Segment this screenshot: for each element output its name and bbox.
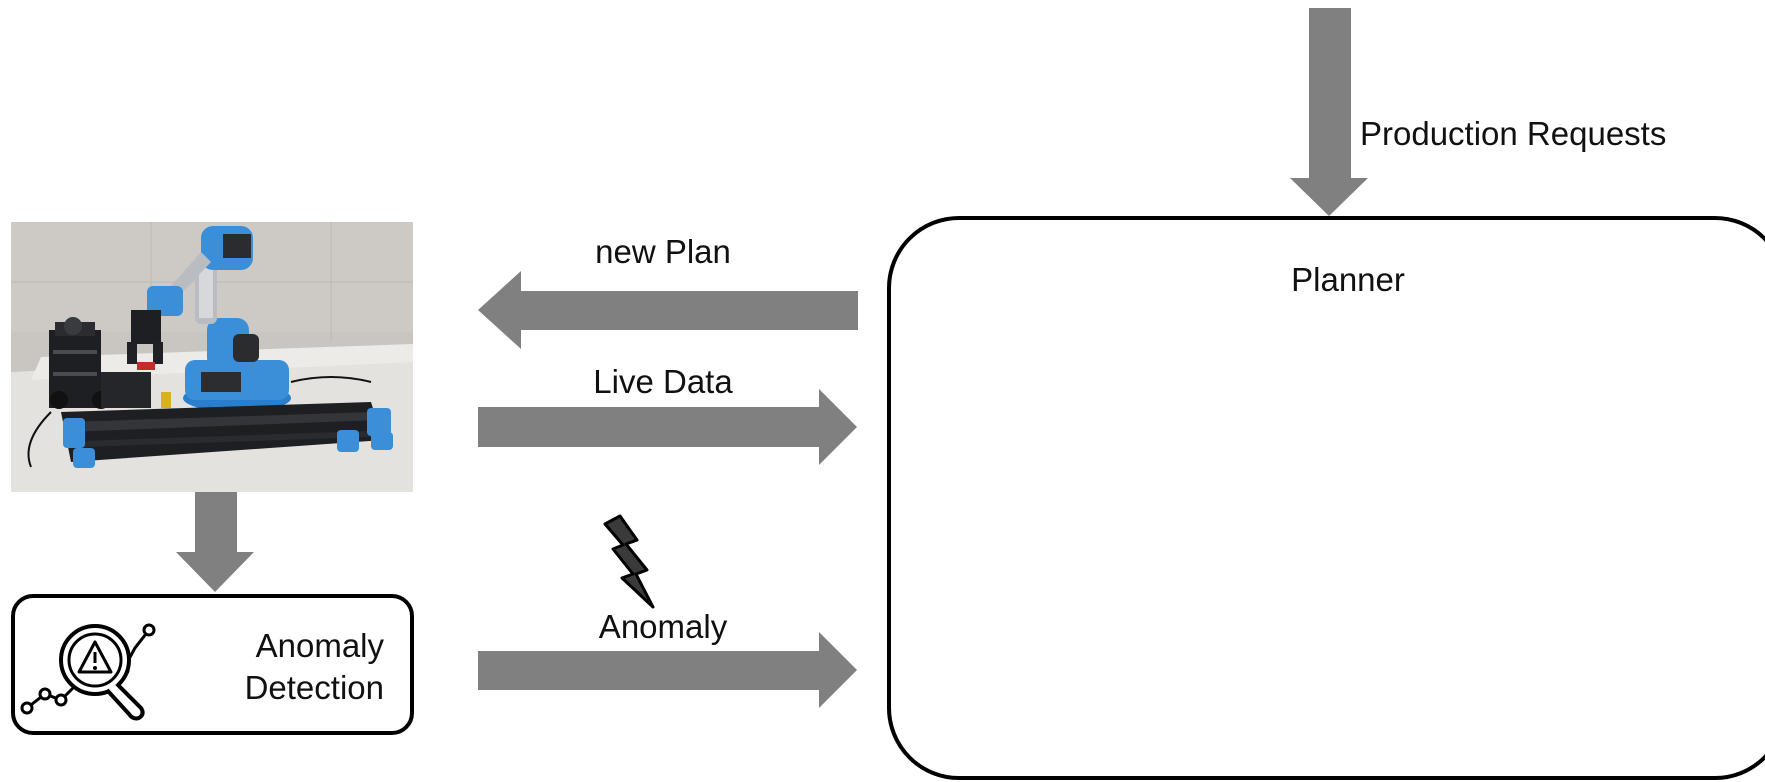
- lightning-bolt-icon: [603, 514, 655, 609]
- robot-arm-workcell-photo: [11, 222, 413, 492]
- new-plan-arrow: [478, 271, 858, 349]
- live-data-arrow: [478, 389, 857, 465]
- production-requests-arrow: [1290, 8, 1368, 216]
- anomaly-label: Anomaly: [598, 608, 728, 645]
- anomaly-detection-box: Anomaly Detection: [11, 594, 414, 735]
- production-requests-label: Production Requests: [1360, 115, 1667, 152]
- photo-to-detection-arrow: [176, 492, 254, 592]
- anomaly-arrow: [478, 632, 857, 708]
- new-plan-label: new Plan: [595, 233, 731, 270]
- planner-label: Planner: [1291, 261, 1405, 298]
- magnifier-warning-icon: [20, 623, 156, 721]
- anomaly-detection-label-line2: Detection: [244, 669, 384, 706]
- robot-workcell-photo: [11, 222, 413, 492]
- planner-box: [887, 216, 1765, 780]
- anomaly-detection-label-line1: Anomaly: [255, 627, 384, 664]
- live-data-label: Live Data: [593, 363, 733, 400]
